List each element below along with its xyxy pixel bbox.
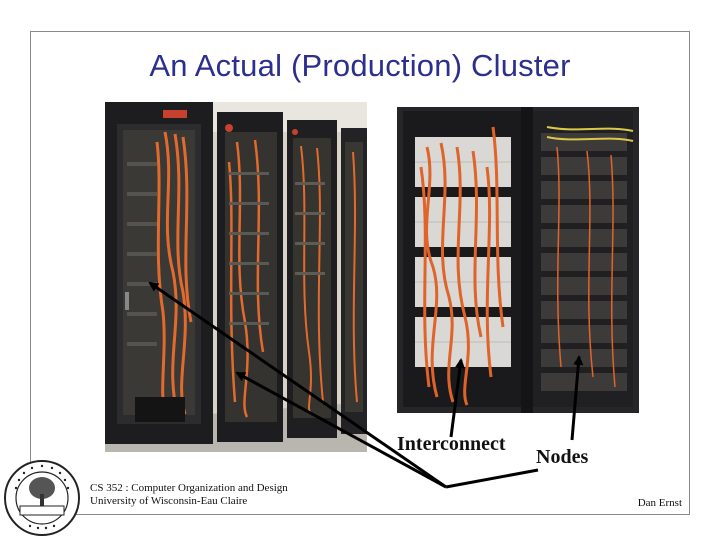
cluster-racks-illustration [105,102,367,452]
seal-icon [4,460,80,536]
interconnect-nodes-photo [397,107,639,413]
footer-course-info: CS 352 : Computer Organization and Desig… [90,482,288,508]
interconnect-arrow-photo [449,358,465,438]
interconnect-label: Interconnect [397,433,506,455]
university-seal-logo [2,458,82,543]
nodes-arrow [570,355,584,441]
cluster-racks-photo [105,102,367,452]
slide-title: An Actual (Production) Cluster [149,48,571,83]
footer-author: Dan Ernst [637,497,682,509]
interconnect-bracket-line [445,468,539,489]
interconnect-arrow-lower [235,371,447,489]
footer-university-line: University of Wisconsin-Eau Claire [90,495,248,507]
interconnect-nodes-illustration [397,107,639,413]
slide-frame [30,31,690,515]
nodes-label: Nodes [536,446,589,468]
interconnect-arrow-upper [148,281,447,489]
footer-course-line: CS 352 : Computer Organization and Desig… [90,482,288,494]
